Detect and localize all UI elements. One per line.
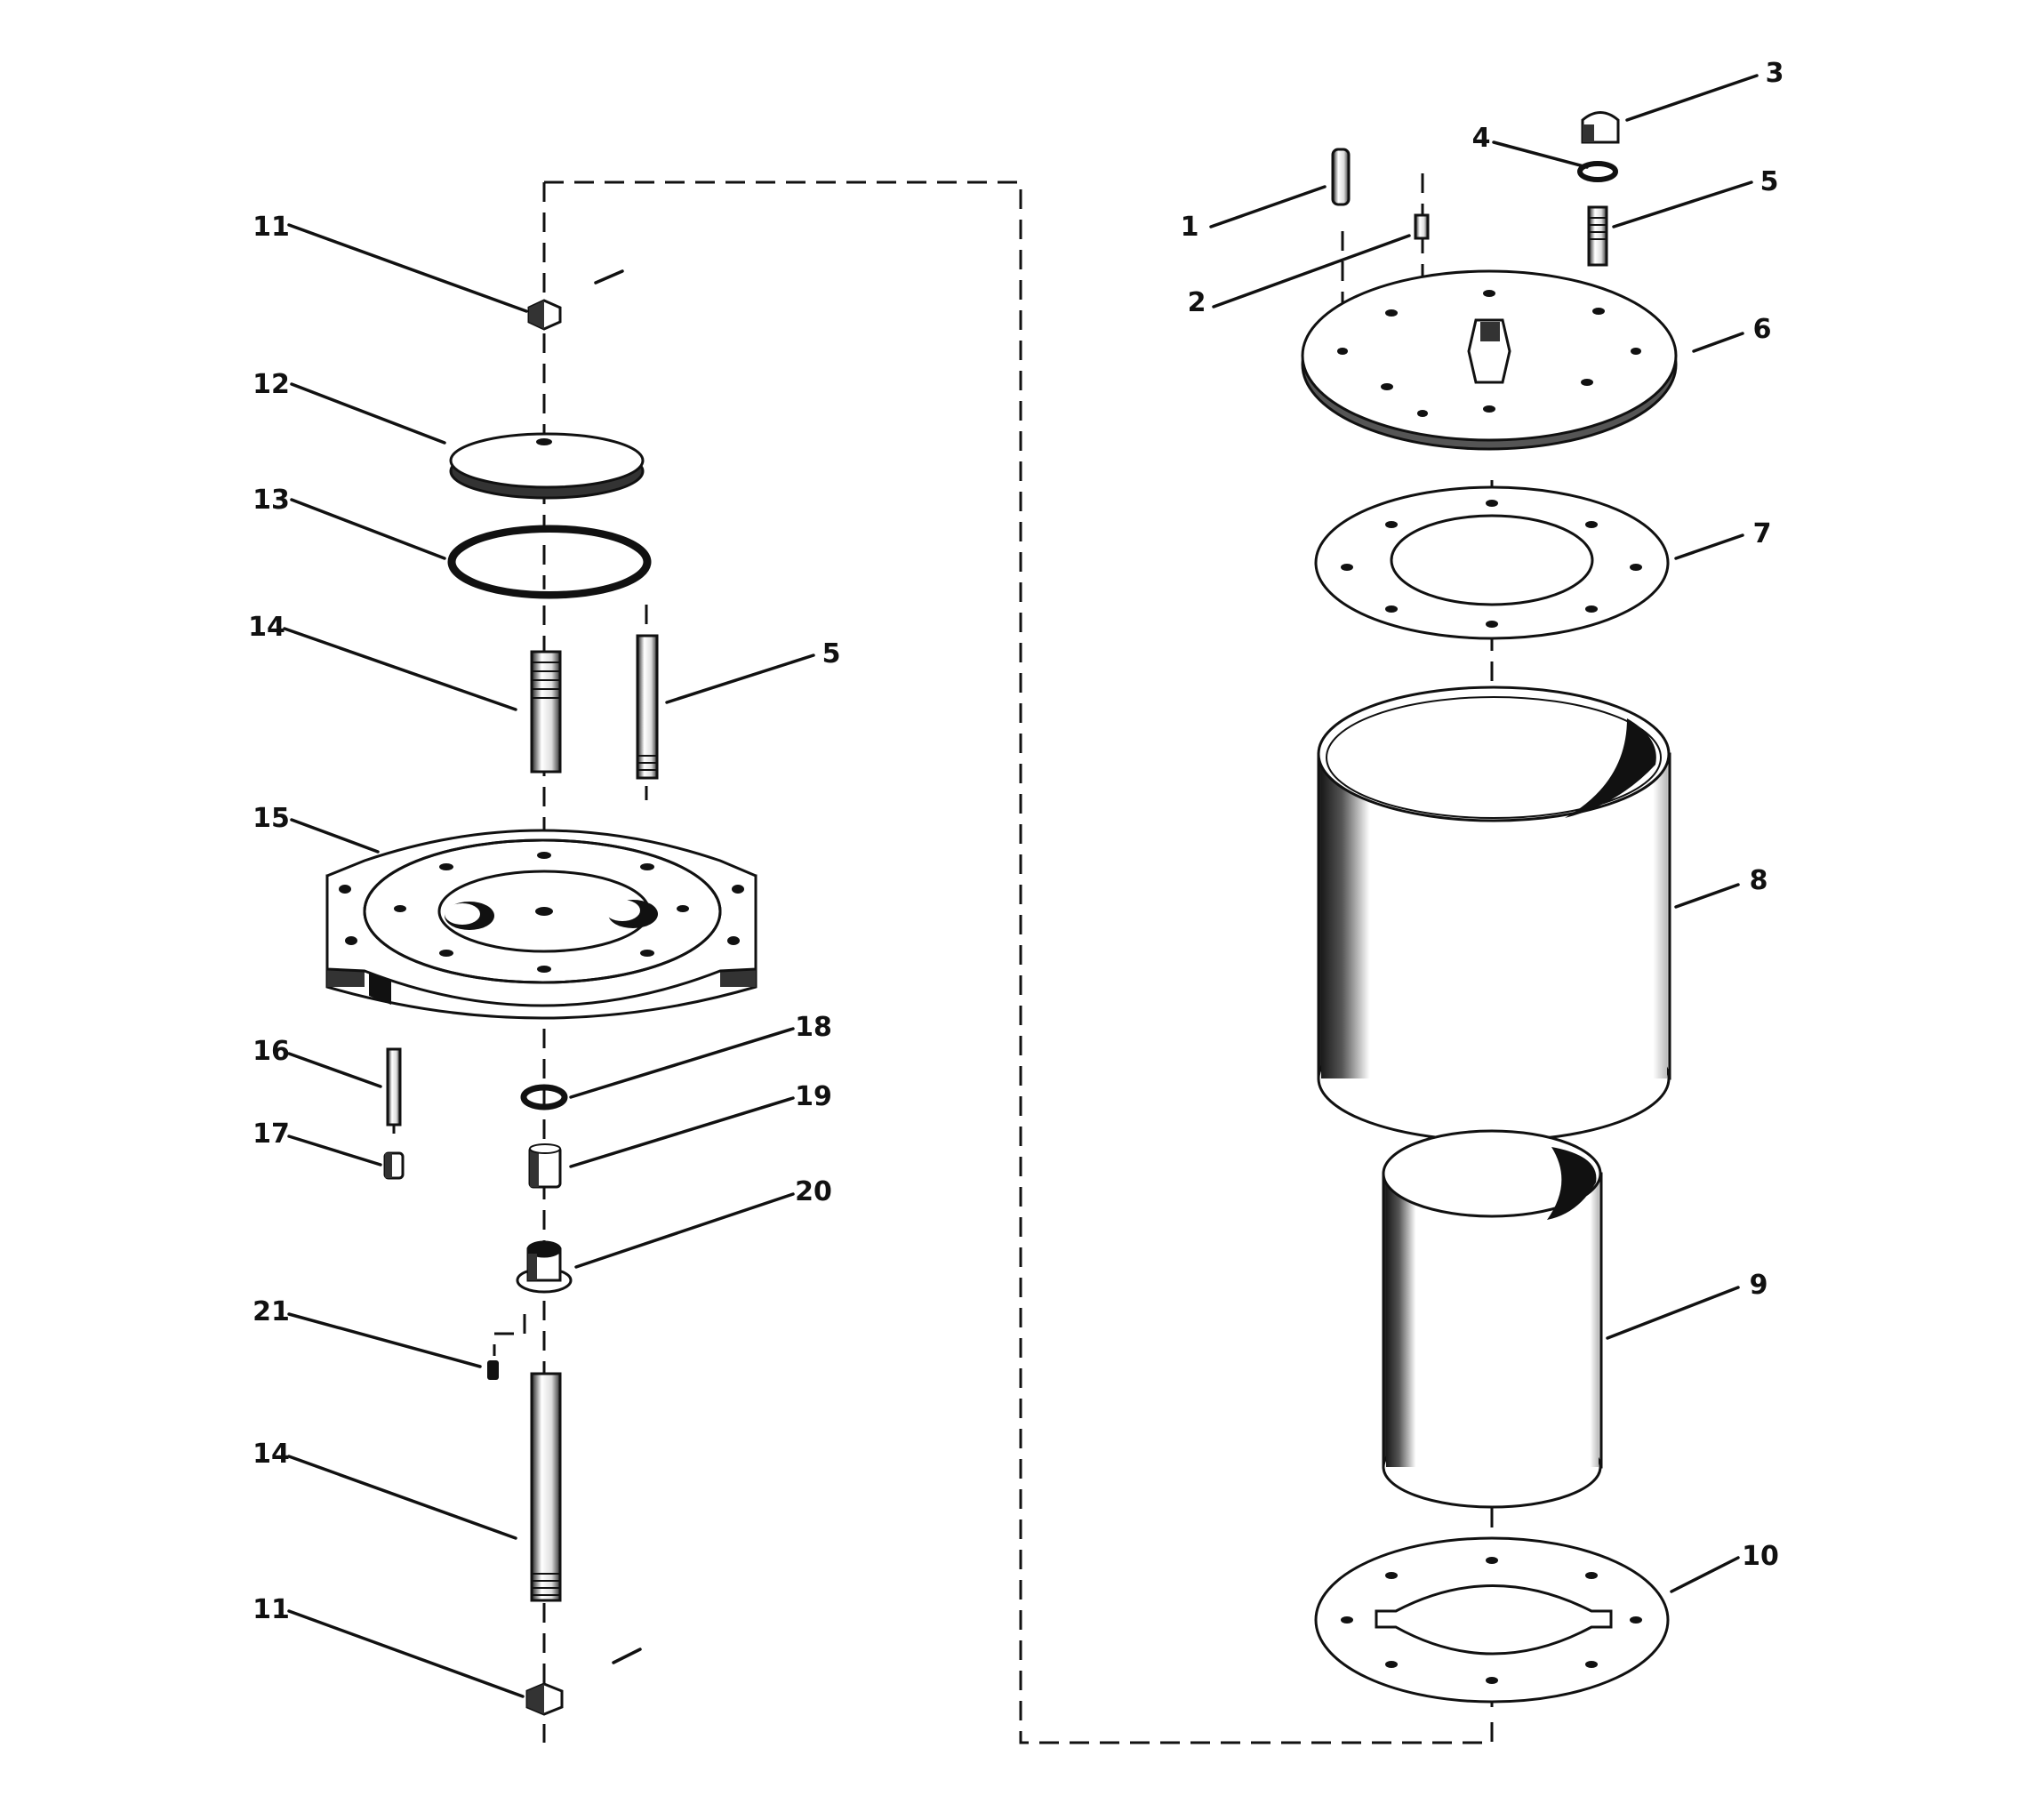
- callout-3: 3: [1766, 58, 1784, 89]
- callout-14-top: 14: [248, 612, 285, 643]
- stud-part-14-bottom: [530, 1372, 562, 1602]
- callout-12: 12: [252, 369, 290, 400]
- bushing-part-19: [528, 1143, 562, 1189]
- callout-labels: 1 2 3 4 5 6 7 8 9 10 11 12 13 14 5 15 16…: [248, 58, 1783, 1625]
- cylinder-part-8: [1317, 686, 1671, 1143]
- callout-8: 8: [1750, 865, 1768, 896]
- callout-19: 19: [795, 1081, 832, 1112]
- callout-6: 6: [1753, 314, 1772, 345]
- callout-11-top: 11: [252, 212, 290, 243]
- callout-2: 2: [1188, 287, 1206, 318]
- fitting-part-20: [516, 1240, 573, 1294]
- disc-part-12: [449, 432, 645, 500]
- cap-part-17: [383, 1151, 405, 1180]
- callout-4: 4: [1472, 123, 1491, 154]
- callout-21: 21: [252, 1296, 290, 1327]
- washer-part-18: [520, 1084, 568, 1110]
- cover-plate-part-6: [1301, 269, 1678, 451]
- leader-lines: [283, 74, 1759, 1698]
- callout-17: 17: [252, 1118, 290, 1150]
- callout-13: 13: [252, 485, 290, 516]
- callout-14-bottom: 14: [252, 1439, 290, 1470]
- callout-10: 10: [1742, 1541, 1779, 1572]
- callout-7: 7: [1753, 518, 1772, 549]
- callout-16: 16: [252, 1036, 290, 1067]
- pin-part-16: [386, 1047, 402, 1127]
- callout-18: 18: [795, 1012, 832, 1043]
- callout-15: 15: [252, 803, 290, 834]
- flange-base-part-15: [325, 829, 757, 1020]
- stud-part-14-top: [530, 650, 562, 774]
- cylinder-part-9: [1382, 1129, 1603, 1509]
- stud-part-5-left: [636, 634, 659, 780]
- washer-part-4: [1577, 161, 1618, 182]
- callout-11-bottom: 11: [252, 1594, 290, 1625]
- stud-part-5-right: [1587, 205, 1608, 267]
- callout-5-right: 5: [1760, 166, 1779, 197]
- pin-part-2: [1414, 213, 1430, 240]
- gasket-part-10: [1314, 1536, 1670, 1704]
- callout-9: 9: [1750, 1270, 1768, 1301]
- screw-part-21: [487, 1360, 499, 1380]
- o-ring-part-13: [447, 525, 652, 599]
- callout-5-left: 5: [822, 638, 841, 669]
- gasket-part-7: [1314, 485, 1670, 640]
- cap-part-3: [1581, 111, 1620, 144]
- hex-nut-top: [527, 269, 624, 331]
- pin-part-1: [1331, 148, 1351, 206]
- callout-20: 20: [795, 1176, 832, 1207]
- callout-1: 1: [1181, 212, 1199, 243]
- hex-nut-bottom: [525, 1648, 642, 1716]
